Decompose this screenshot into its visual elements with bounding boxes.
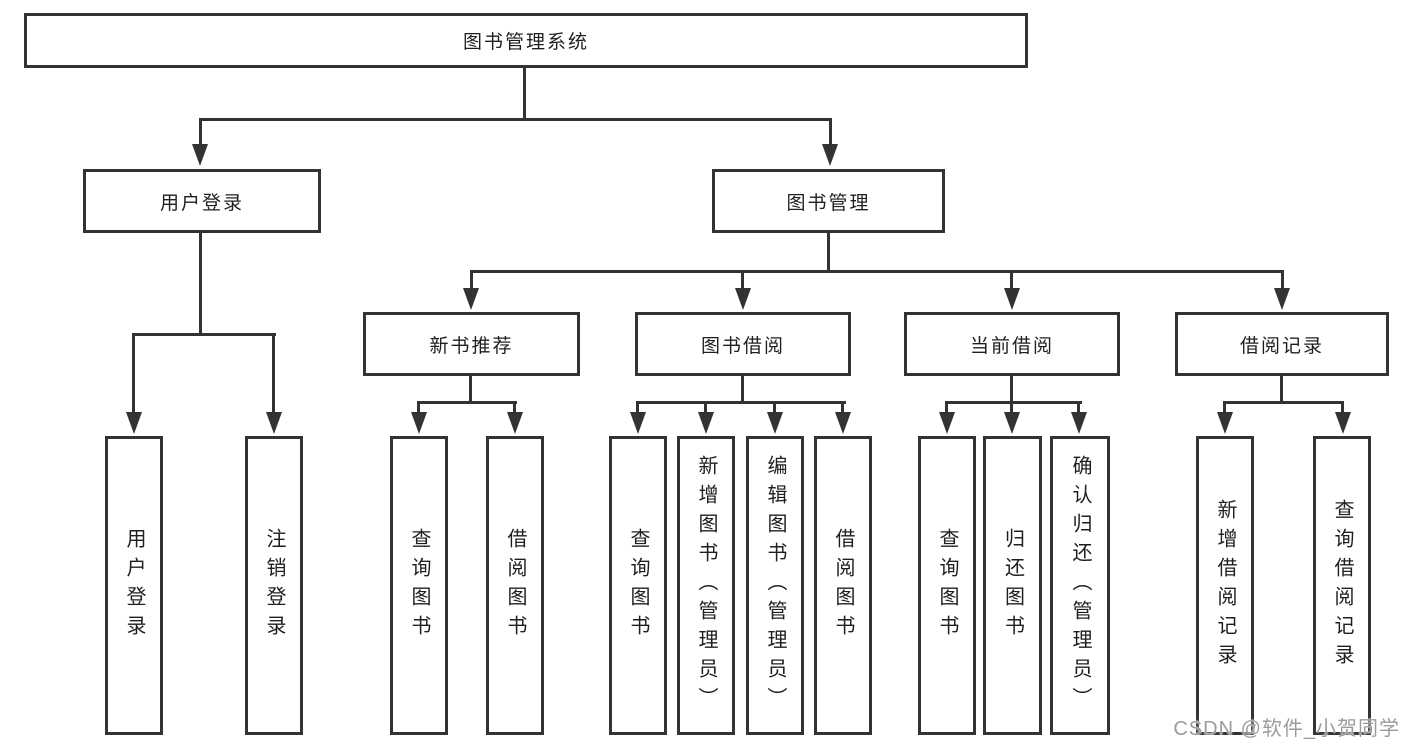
connector-line xyxy=(1280,376,1283,403)
arrow-down-icon xyxy=(126,412,142,434)
connector-line xyxy=(470,270,473,288)
connector-line xyxy=(133,333,276,336)
arrow-down-icon xyxy=(1274,288,1290,310)
node-book-borrow: 图书借阅 xyxy=(635,312,851,376)
arrow-down-icon xyxy=(835,412,851,434)
connector-line xyxy=(829,118,832,146)
arrow-down-icon xyxy=(735,288,751,310)
leaf-edit-books-admin: 编辑图书（管理员） xyxy=(746,436,804,735)
arrow-down-icon xyxy=(192,144,208,166)
node-book-management: 图书管理 xyxy=(712,169,945,233)
connector-line xyxy=(636,401,639,413)
arrow-down-icon xyxy=(698,412,714,434)
connector-line xyxy=(417,401,420,413)
connector-line xyxy=(841,401,844,413)
node-new-book-recommend: 新书推荐 xyxy=(363,312,580,376)
connector-line xyxy=(1077,401,1080,413)
leaf-return-books: 归还图书 xyxy=(983,436,1042,735)
node-root: 图书管理系统 xyxy=(24,13,1028,68)
leaf-confirm-return-admin: 确认归还（管理员） xyxy=(1050,436,1110,735)
connector-line xyxy=(272,333,275,413)
arrow-down-icon xyxy=(507,412,523,434)
connector-line xyxy=(523,68,526,120)
connector-line xyxy=(199,118,202,146)
connector-line xyxy=(945,401,1082,404)
csdn-watermark: CSDN @软件_小贺同学 xyxy=(1173,718,1400,740)
connector-line xyxy=(773,401,776,413)
node-user-login: 用户登录 xyxy=(83,169,321,233)
arrow-down-icon xyxy=(767,412,783,434)
leaf-query-books-2: 查询图书 xyxy=(609,436,667,735)
arrow-down-icon xyxy=(1217,412,1233,434)
connector-line xyxy=(199,233,202,336)
arrow-down-icon xyxy=(1004,288,1020,310)
connector-line xyxy=(1223,401,1226,413)
leaf-query-books: 查询图书 xyxy=(390,436,448,735)
connector-line xyxy=(704,401,707,413)
connector-line xyxy=(741,270,744,288)
connector-line xyxy=(132,333,135,413)
connector-line xyxy=(1010,376,1013,403)
arrow-down-icon xyxy=(630,412,646,434)
connector-line xyxy=(636,401,846,404)
connector-line xyxy=(513,401,516,413)
arrow-down-icon xyxy=(463,288,479,310)
connector-line xyxy=(1010,401,1013,413)
connector-line xyxy=(199,118,832,121)
connector-line xyxy=(417,401,517,404)
connector-line xyxy=(1281,270,1284,288)
leaf-logout: 注销登录 xyxy=(245,436,303,735)
leaf-borrow-books: 借阅图书 xyxy=(486,436,544,735)
node-current-borrow: 当前借阅 xyxy=(904,312,1120,376)
connector-line xyxy=(945,401,948,413)
leaf-borrow-books-2: 借阅图书 xyxy=(814,436,872,735)
connector-line xyxy=(469,376,472,403)
connector-line xyxy=(1010,270,1013,288)
leaf-query-borrow-record: 查询借阅记录 xyxy=(1313,436,1371,735)
connector-line xyxy=(1341,401,1344,413)
arrow-down-icon xyxy=(939,412,955,434)
leaf-user-login: 用户登录 xyxy=(105,436,163,735)
leaf-query-books-3: 查询图书 xyxy=(918,436,976,735)
connector-line xyxy=(470,270,1284,273)
arrow-down-icon xyxy=(411,412,427,434)
arrow-down-icon xyxy=(266,412,282,434)
connector-line xyxy=(1223,401,1344,404)
connector-line xyxy=(827,233,830,273)
arrow-down-icon xyxy=(1004,412,1020,434)
leaf-add-borrow-record: 新增借阅记录 xyxy=(1196,436,1254,735)
arrow-down-icon xyxy=(1335,412,1351,434)
arrow-down-icon xyxy=(822,144,838,166)
node-borrow-records: 借阅记录 xyxy=(1175,312,1389,376)
arrow-down-icon xyxy=(1071,412,1087,434)
connector-line xyxy=(741,376,744,403)
leaf-add-books-admin: 新增图书（管理员） xyxy=(677,436,735,735)
